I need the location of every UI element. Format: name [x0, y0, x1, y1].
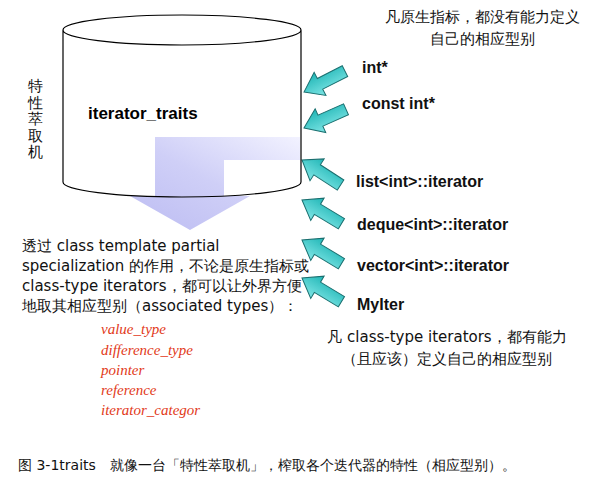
output-arrow [130, 137, 300, 230]
type-name: list<int>::iterator [356, 172, 483, 191]
type-name: vector<int>::iterator [357, 256, 509, 275]
type-name: int* [362, 58, 388, 77]
caption: 图 3-1traits 就像一台「特性萃取机」，榨取各个迭代器的特性（相应型别）… [18, 456, 516, 474]
input-arrow [295, 189, 348, 235]
associated-type: value_type [101, 320, 166, 339]
type-name: deque<int>::iterator [357, 215, 508, 234]
input-arrow [298, 60, 351, 104]
associated-type: iterator_categor [101, 401, 200, 420]
node-title: iterator_traits [88, 104, 198, 124]
associated-type: reference [101, 381, 157, 400]
note: 凡原生指标，都没有能力定义自己的相应型别 [380, 6, 585, 50]
note: 凡 class-type iterators，都有能力（且应该）定义自己的相应型… [318, 326, 576, 370]
type-name: const int* [362, 94, 435, 113]
vertical-title: 特性萃取机 [28, 78, 43, 161]
associated-type: difference_type [101, 341, 193, 360]
input-arrow [295, 149, 348, 196]
description: 透过 class template partial specialization… [22, 236, 312, 316]
input-arrow [299, 97, 352, 139]
type-name: MyIter [357, 295, 404, 314]
associated-type: pointer [101, 361, 144, 380]
traits-cylinder: iterator_traits [62, 14, 302, 198]
